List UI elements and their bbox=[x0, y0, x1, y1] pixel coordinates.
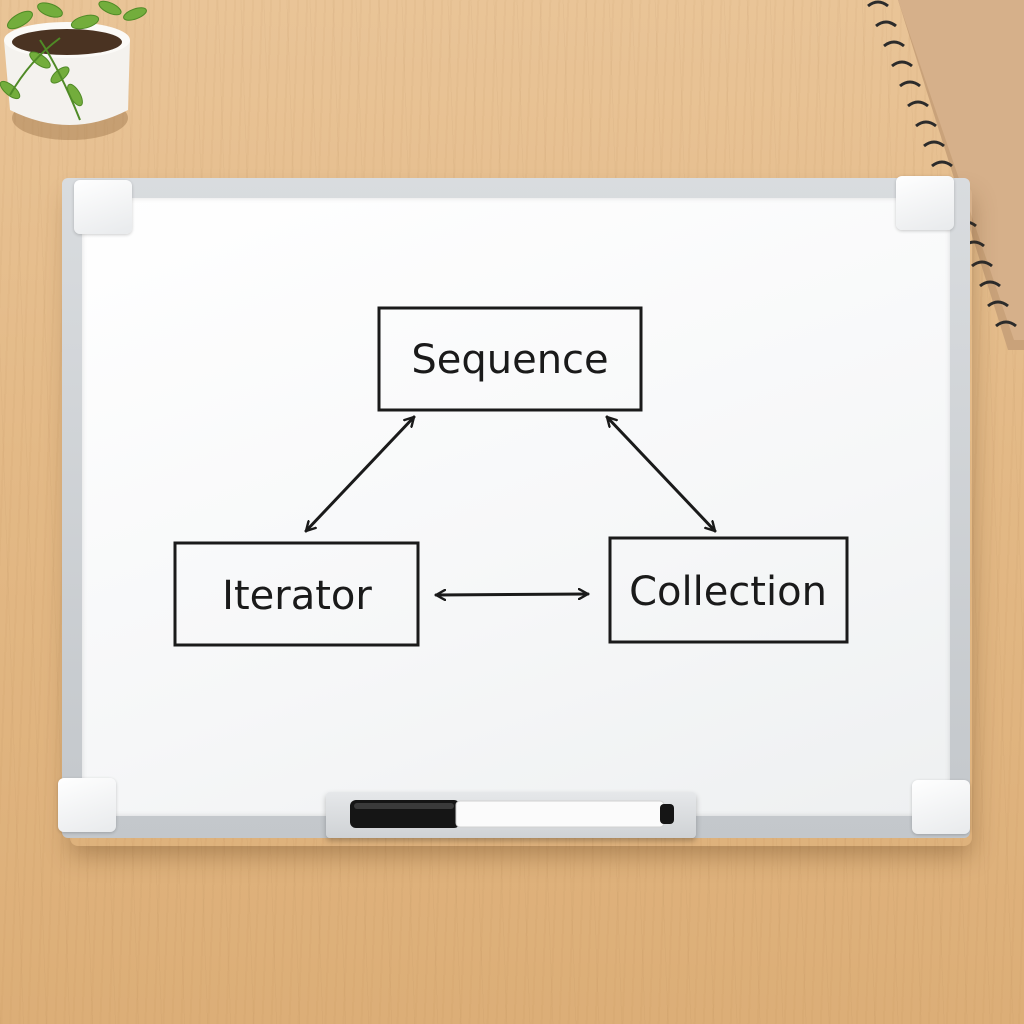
node-iterator: Iterator bbox=[173, 541, 420, 647]
frame-corner-top-right bbox=[896, 176, 954, 230]
edge-sequence-iterator-arrow bbox=[304, 415, 416, 533]
frame-corner-bottom-left bbox=[58, 778, 116, 832]
frame-corner-top-left bbox=[74, 180, 132, 234]
node-collection-box bbox=[608, 536, 849, 644]
edge-sequence-collection-arrow bbox=[605, 415, 717, 533]
node-sequence: Sequence bbox=[377, 306, 643, 412]
node-sequence-label: Sequence bbox=[411, 337, 608, 383]
node-iterator-box bbox=[173, 541, 420, 647]
frame-corner-bottom-right bbox=[912, 780, 970, 834]
node-collection: Collection bbox=[608, 536, 849, 644]
node-sequence-box bbox=[377, 306, 643, 412]
node-iterator-label: Iterator bbox=[222, 573, 372, 619]
whiteboard-marker-icon[interactable] bbox=[350, 798, 676, 830]
whiteboard-surface bbox=[82, 198, 950, 816]
edge-iterator-collection-arrow bbox=[434, 594, 590, 595]
spiral-notebook-icon bbox=[867, 0, 1024, 350]
node-collection-label: Collection bbox=[629, 569, 827, 615]
potted-plant-icon bbox=[0, 0, 147, 140]
